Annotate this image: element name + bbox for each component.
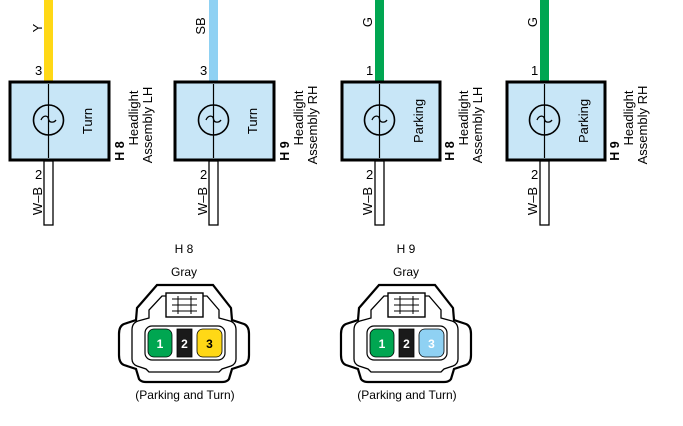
connector-color-label: Gray bbox=[171, 265, 197, 279]
pin-cavity-1 bbox=[369, 328, 395, 358]
bulb-filament-icon bbox=[205, 115, 222, 123]
connector-face-h8: H 8 Gray 1 2 3 (Parking and Turn) bbox=[117, 242, 251, 402]
pin-cavity-3 bbox=[196, 328, 223, 358]
assembly-label-line2: Assembly RH bbox=[635, 86, 650, 165]
component-box bbox=[8, 80, 111, 162]
wire-top-label: G bbox=[360, 17, 375, 27]
connector-color-label: Gray bbox=[393, 265, 419, 279]
connector-code: H 9 bbox=[608, 141, 622, 161]
pin-cavity-1 bbox=[147, 328, 173, 358]
wire-top-label: Y bbox=[30, 23, 45, 32]
assembly-label-line2: Assembly LH bbox=[470, 87, 485, 164]
pin-top-number: 3 bbox=[35, 63, 42, 78]
pin-bottom-number: 2 bbox=[531, 167, 538, 182]
component-box bbox=[173, 80, 276, 162]
assembly-label-line1: Headlight bbox=[126, 90, 141, 145]
wire-bottom bbox=[374, 160, 385, 226]
pin-cavity-2 bbox=[176, 328, 193, 358]
pin-number-1: 1 bbox=[379, 337, 386, 351]
wire-top bbox=[540, 0, 549, 82]
assembly-label-line1: Headlight bbox=[456, 90, 471, 145]
pin-number-2: 2 bbox=[181, 337, 188, 351]
component-box bbox=[505, 80, 607, 162]
bulb-icon bbox=[197, 104, 230, 136]
pin-top-number: 3 bbox=[200, 63, 207, 78]
connector-name: H 9 bbox=[397, 242, 416, 256]
function-label: Turn bbox=[245, 108, 260, 134]
pin-number-2: 2 bbox=[403, 337, 410, 351]
connector-code: H 9 bbox=[278, 141, 292, 161]
function-label: Parking bbox=[411, 99, 426, 143]
circuit-parking-lh: G 1 Parking 2 W–B H 8 Headlight Assembly… bbox=[340, 0, 485, 226]
pin-bottom-number: 2 bbox=[200, 167, 207, 182]
pin-top-number: 1 bbox=[531, 63, 538, 78]
bulb-icon bbox=[363, 104, 396, 136]
circuit-turn-rh: SB 3 Turn 2 W–B H 9 Headlight Assembly R… bbox=[173, 0, 320, 226]
bulb-icon bbox=[528, 104, 561, 136]
wire-bottom-label: W–B bbox=[360, 187, 375, 215]
pin-number-3: 3 bbox=[428, 337, 435, 351]
wire-top bbox=[375, 0, 384, 82]
assembly-label-line1: Headlight bbox=[291, 90, 306, 145]
wire-bottom-label: W–B bbox=[30, 187, 45, 215]
connector-face-h9: H 9 Gray 1 2 3 (Parking and Turn) bbox=[339, 242, 473, 402]
pin-number-1: 1 bbox=[157, 337, 164, 351]
wire-top bbox=[209, 0, 218, 82]
pin-cavity-2 bbox=[398, 328, 415, 358]
bulb-filament-icon bbox=[40, 115, 57, 123]
connector-name: H 8 bbox=[175, 242, 194, 256]
assembly-label-line2: Assembly LH bbox=[140, 87, 155, 164]
component-box bbox=[340, 80, 442, 162]
bulb-filament-icon bbox=[371, 115, 388, 123]
wire-bottom-label: W–B bbox=[195, 187, 210, 215]
function-label: Parking bbox=[576, 99, 591, 143]
connector-caption: (Parking and Turn) bbox=[357, 388, 456, 402]
bulb-icon bbox=[32, 104, 65, 136]
wire-bottom-label: W–B bbox=[525, 187, 540, 215]
circuit-parking-rh: G 1 Parking 2 W–B H 9 Headlight Assembly… bbox=[505, 0, 650, 226]
wire-bottom bbox=[208, 160, 219, 226]
pin-bottom-number: 2 bbox=[366, 167, 373, 182]
wire-bottom bbox=[43, 160, 54, 226]
assembly-label-line1: Headlight bbox=[621, 90, 636, 145]
function-label: Turn bbox=[80, 108, 95, 134]
circuit-turn-lh: Y 3 Turn 2 W–B H 8 Headlight Assembly LH bbox=[8, 0, 155, 226]
assembly-label-line2: Assembly RH bbox=[305, 86, 320, 165]
wire-bottom bbox=[539, 160, 550, 226]
connector-code: H 8 bbox=[443, 141, 457, 161]
connector-caption: (Parking and Turn) bbox=[135, 388, 234, 402]
pin-cavity-3 bbox=[418, 328, 445, 358]
pin-number-3: 3 bbox=[206, 337, 213, 351]
pin-top-number: 1 bbox=[366, 63, 373, 78]
wire-top-label: G bbox=[525, 17, 540, 27]
wire-top-label: SB bbox=[193, 17, 208, 34]
wire-top bbox=[44, 0, 53, 82]
connector-code: H 8 bbox=[113, 141, 127, 161]
pin-bottom-number: 2 bbox=[35, 167, 42, 182]
bulb-filament-icon bbox=[536, 115, 553, 123]
